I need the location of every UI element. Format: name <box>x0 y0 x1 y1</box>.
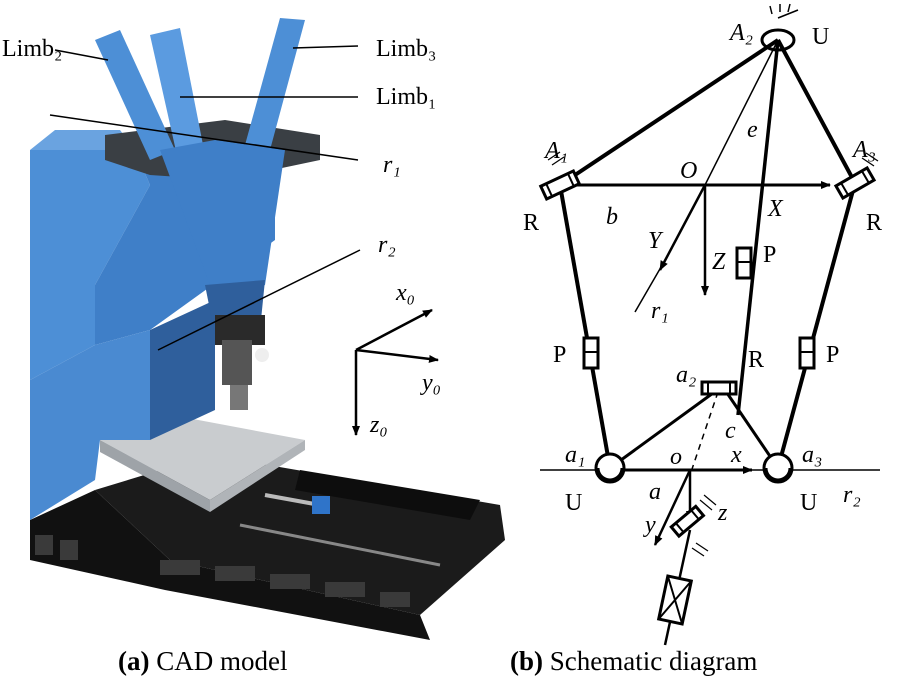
limb2-body <box>95 30 175 160</box>
label-y: y <box>643 512 656 538</box>
caption-a-text: CAD model <box>156 646 288 676</box>
r1-line-a <box>49 114 359 161</box>
limb1-link <box>736 39 780 416</box>
label-a3: a₃ <box>802 442 822 468</box>
schematic-panel <box>538 3 880 646</box>
joint-a3 <box>762 452 794 484</box>
base-frame <box>30 455 505 640</box>
y-axis <box>653 469 692 546</box>
label-Z: Z <box>712 249 726 275</box>
x0-axis <box>355 308 433 352</box>
rail-carriage <box>312 496 330 514</box>
edge-e <box>704 39 779 186</box>
limbs <box>95 18 305 335</box>
limb1-body <box>150 28 205 160</box>
label-b: b <box>606 204 618 230</box>
label-A2: A₂ <box>728 20 753 46</box>
y0-axis <box>355 348 439 363</box>
r1-line-b <box>634 254 669 313</box>
label-P-left: P <box>553 342 566 368</box>
label-A1: A₁ <box>543 138 568 164</box>
label-a: a <box>649 479 661 505</box>
joint-bottom-prismatic <box>656 574 694 626</box>
joint-a2 <box>700 380 738 396</box>
joint-A2 <box>760 28 796 52</box>
linear-rail <box>239 523 441 567</box>
limb3-leader <box>292 45 359 49</box>
label-U-top: U <box>812 24 829 50</box>
right-limb-link <box>776 182 857 469</box>
r2-label-a: r₂ <box>378 232 396 258</box>
label-X: X <box>767 196 784 222</box>
caption-a-letter: (a) <box>118 646 150 676</box>
label-R-a2: R <box>748 347 764 373</box>
label-R-left: R <box>523 210 539 236</box>
edge-c <box>689 391 719 476</box>
link-a1-a2 <box>609 386 721 470</box>
label-O: O <box>680 158 697 184</box>
label-e: e <box>747 117 758 143</box>
cad-model-panel <box>30 18 505 640</box>
label-x: x <box>730 442 742 468</box>
r2-line-a <box>157 249 361 351</box>
limb1-label: Limb₁ <box>376 84 436 110</box>
label-z: z <box>717 500 728 526</box>
label-P-right: P <box>826 342 839 368</box>
z0-label: z₀ <box>369 412 388 438</box>
link-A2-A3 <box>776 39 857 184</box>
label-o: o <box>670 444 682 470</box>
label-r1-b: r₁ <box>651 298 669 324</box>
joint-a1 <box>594 452 626 484</box>
label-U-right: U <box>800 490 817 516</box>
label-Y: Y <box>648 228 664 254</box>
limb3-label: Limb₃ <box>376 36 436 62</box>
left-limb-link <box>558 184 612 469</box>
label-r2-b: r₂ <box>843 482 861 508</box>
r1-label-a: r₁ <box>383 152 401 178</box>
base-coordinate-frame <box>352 308 439 436</box>
limb2-leader <box>54 49 109 61</box>
spindle <box>215 315 269 410</box>
moving-platform-arms <box>160 140 285 295</box>
link-a2-a3 <box>723 389 780 469</box>
caption-b-letter: (b) <box>510 646 543 676</box>
x0-label: x₀ <box>395 280 415 306</box>
joint-A1 <box>538 169 582 201</box>
limb3-body <box>245 18 305 150</box>
limb2-label: Limb₂ <box>2 36 62 62</box>
label-a2: a₂ <box>676 362 696 388</box>
y0-label: y₀ <box>420 370 441 396</box>
joint-A3 <box>833 165 877 201</box>
label-U-left: U <box>565 490 582 516</box>
label-c: c <box>725 418 736 444</box>
caption-b: (b) Schematic diagram <box>510 646 757 677</box>
lead-screw <box>264 493 321 507</box>
label-a1: a₁ <box>565 442 585 468</box>
label-R-right: R <box>866 210 882 236</box>
label-P-center: P <box>763 242 776 268</box>
label-A3: A₃ <box>851 137 876 163</box>
caption-a: (a) CAD model <box>118 646 287 677</box>
caption-b-text: Schematic diagram <box>549 646 758 676</box>
link-A2-A1 <box>558 38 780 187</box>
joint-bottom-revolute <box>669 504 706 539</box>
